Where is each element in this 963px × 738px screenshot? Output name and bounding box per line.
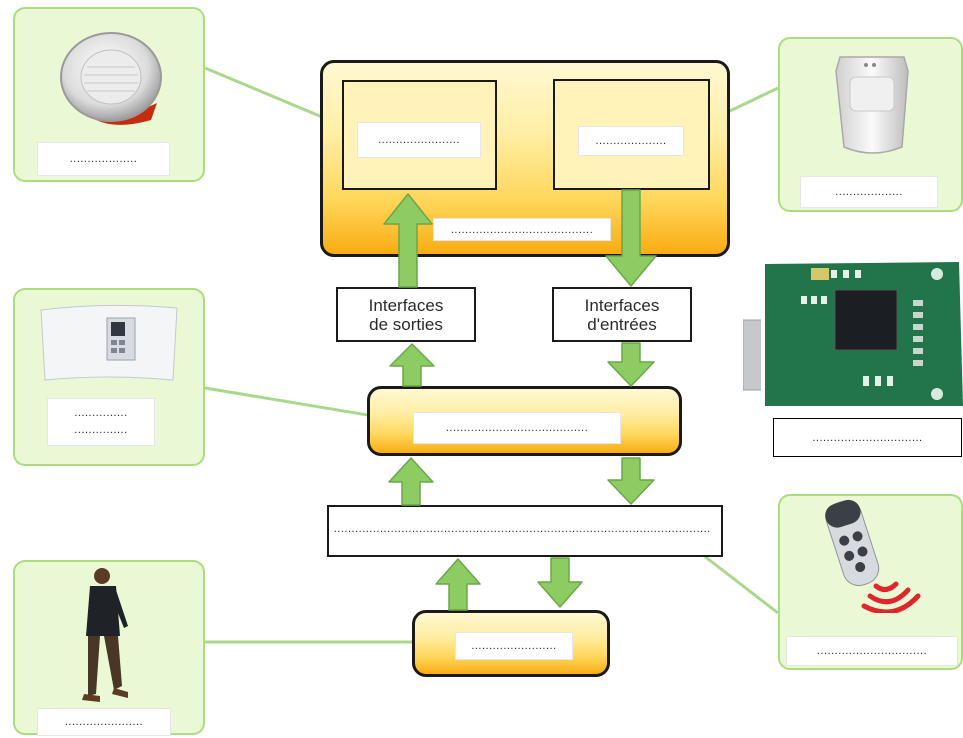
arrow-up-sensor-bus (435, 558, 481, 611)
siren-panel: ................... (13, 7, 205, 182)
keypad-label-line2: ............... (74, 424, 128, 436)
board-label[interactable]: ............................... (773, 418, 962, 457)
circuit-board-image (743, 260, 963, 410)
arrow-up-outputs (383, 193, 433, 288)
keypad-label[interactable]: ............... ............... (47, 398, 155, 446)
motion-detector-image (835, 56, 909, 154)
central-left-label[interactable]: ....................... (357, 122, 481, 158)
sensor-unit-label[interactable]: ........................ (455, 632, 573, 660)
person-panel: ...................... (13, 560, 205, 736)
person-image (82, 568, 128, 702)
input-interfaces-line1: Interfaces (584, 295, 660, 315)
remote-control-image (825, 499, 921, 613)
remote-label[interactable]: ............................... (786, 636, 958, 666)
arrow-down-inputs (605, 189, 657, 287)
siren-label[interactable]: ................... (37, 142, 170, 176)
input-interfaces-line2: d'entrées (587, 314, 657, 334)
bus-label[interactable]: ........................................… (334, 516, 713, 542)
input-interfaces-box: Interfaces d'entrées (552, 287, 692, 342)
control-panel-image (40, 304, 178, 381)
central-bottom-label[interactable]: ........................................ (433, 218, 611, 241)
remote-panel: ............................... (778, 494, 963, 670)
detector-label[interactable]: ................... (800, 176, 938, 208)
keypad-panel: ............... ............... (13, 288, 205, 466)
central-right-label[interactable]: .................... (578, 126, 684, 156)
arrow-up-bus-processing (388, 457, 434, 506)
output-interfaces-box: Interfaces de sorties (336, 287, 476, 342)
output-interfaces-line2: de sorties (369, 314, 443, 334)
detector-panel: ................... (778, 37, 963, 212)
arrow-up-processing-outputs (389, 343, 435, 387)
keypad-label-line1: ............... (74, 407, 128, 419)
siren-image (60, 32, 162, 125)
person-label[interactable]: ...................... (37, 708, 171, 736)
arrow-down-processing-bus (607, 457, 655, 505)
arrow-down-inputs-processing (607, 342, 655, 387)
processing-label[interactable]: ........................................ (413, 412, 621, 444)
output-interfaces-line1: Interfaces (368, 295, 444, 315)
arrow-down-bus-sensor (537, 557, 583, 608)
